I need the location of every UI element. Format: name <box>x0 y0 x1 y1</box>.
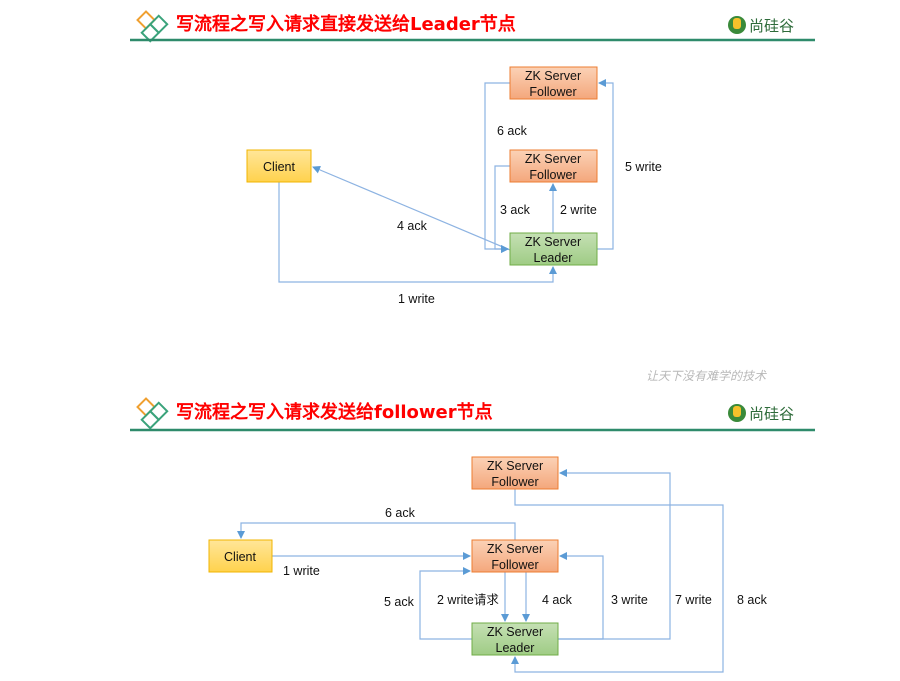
slide1-brand: 尚硅谷 <box>749 17 794 35</box>
node-label: ZK Server <box>487 459 543 473</box>
node-label: ZK Server <box>525 152 581 166</box>
edge-label: 2 write请求 <box>437 593 499 607</box>
edge-label: 3 ack <box>500 203 531 217</box>
edge-label: 6 ack <box>497 124 528 138</box>
edge-label: 5 write <box>625 160 662 174</box>
edge-label: 4 ack <box>397 219 428 233</box>
node-label: Client <box>224 550 256 564</box>
slide2-title: 写流程之写入请求发送给follower节点 <box>176 401 493 423</box>
slide1-logo-icon <box>136 10 169 43</box>
node-label: Follower <box>491 475 538 489</box>
slide2-brand: 尚硅谷 <box>749 405 794 423</box>
edge-label: 3 write <box>611 593 648 607</box>
node-label: Leader <box>496 641 535 655</box>
edge-label: 8 ack <box>737 593 768 607</box>
node-label: Follower <box>491 558 538 572</box>
node-label: Leader <box>534 251 573 265</box>
edge-label: 1 write <box>283 564 320 578</box>
slide2-edges <box>237 469 724 673</box>
edge-6-ack <box>484 82 510 253</box>
node-client: Client <box>246 149 312 183</box>
slogan: 让天下没有难学的技术 <box>646 369 767 383</box>
node-label: Follower <box>529 168 576 182</box>
node-leader: ZK Server Leader <box>471 622 559 656</box>
edge-label: 4 ack <box>542 593 573 607</box>
node-label: ZK Server <box>487 542 543 556</box>
node-label: Follower <box>529 85 576 99</box>
node-follower: ZK Server Follower <box>509 66 598 100</box>
edge-label: 7 write <box>675 593 712 607</box>
edge-6-ack <box>237 522 516 540</box>
edge-1-write <box>278 182 557 283</box>
edge-label: 2 write <box>560 203 597 217</box>
node-follower: ZK Server Follower <box>471 456 559 490</box>
brand-logo-icon <box>728 404 746 422</box>
slide2-header: 写流程之写入请求发送给follower节点 尚硅谷 <box>130 397 815 432</box>
slide1-title: 写流程之写入请求直接发送给Leader节点 <box>176 13 516 35</box>
edge-5-ack <box>419 567 472 640</box>
edge-4-ack <box>312 166 511 251</box>
brand-logo-icon <box>728 16 746 34</box>
edge-8-ack <box>511 489 724 673</box>
node-leader: ZK Server Leader <box>509 232 598 266</box>
node-label: ZK Server <box>525 69 581 83</box>
node-label: Client <box>263 160 295 174</box>
edge-7-write <box>558 469 671 640</box>
node-label: ZK Server <box>487 625 543 639</box>
edge-5-write <box>597 79 614 250</box>
edge-label: 1 write <box>398 292 435 306</box>
edge-label: 5 ack <box>384 595 415 609</box>
slide1-header: 写流程之写入请求直接发送给Leader节点 尚硅谷 <box>130 10 815 43</box>
node-follower: ZK Server Follower <box>471 539 559 573</box>
node-label: ZK Server <box>525 235 581 249</box>
edge-label: 6 ack <box>385 506 416 520</box>
node-client: Client <box>208 539 273 573</box>
node-follower: ZK Server Follower <box>509 149 598 183</box>
slide1-edges <box>278 79 614 283</box>
slide2-logo-icon <box>136 397 169 430</box>
